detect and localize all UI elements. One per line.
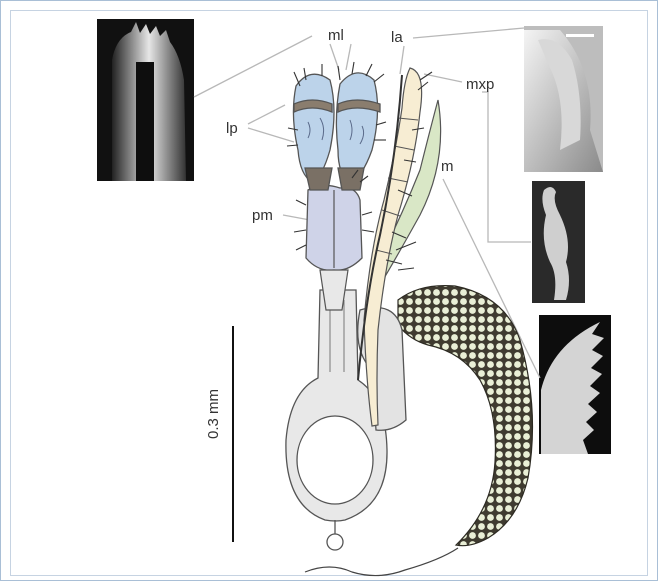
egg-mass [398, 286, 533, 546]
label-lp: lp [226, 120, 238, 137]
baseline-curve [305, 548, 458, 576]
label-pm: pm [252, 207, 273, 224]
label-la: la [391, 29, 403, 46]
label-m: m [441, 158, 454, 175]
label-mxp: mxp [466, 76, 494, 93]
sem-photo-mandible-teeth [539, 315, 611, 454]
scale-bar-label: 0.3 mm [205, 389, 222, 439]
sem-photo-maxillary-palp [532, 181, 585, 303]
label-ml: ml [328, 27, 344, 44]
sem-photo-labrum [524, 26, 603, 172]
sem-photo-labial-palp-tip [97, 19, 194, 181]
labial-palps [293, 73, 380, 190]
